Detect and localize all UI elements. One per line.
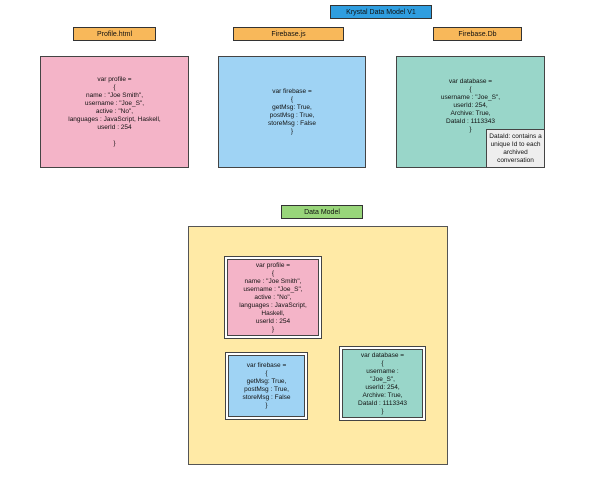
data-model-container [188,226,448,465]
diagram-title: Krystal Data Model V1 [330,5,432,19]
firebase-db-label: Firebase.Db [433,27,522,41]
model-profile-code: var profile = { name : "Joe Smith", user… [239,261,307,333]
firebase-code: var firebase = { getMsg: True, postMsg :… [267,88,317,135]
model-firebase-code: var firebase = { getMsg: True, postMsg :… [242,362,291,409]
model-profile-frame: var profile = { name : "Joe Smith", user… [224,256,322,339]
dataid-note: DataId: contains a unique Id to each arc… [486,129,545,168]
database-box: var database = { username : "Joe_S", use… [396,56,545,168]
model-database-code: var database = { username : "Joe_S", use… [358,351,407,415]
model-database-frame: var database = { username : "Joe_S", use… [339,346,426,421]
profile-box: var profile = { name : "Joe Smith", user… [40,56,189,168]
model-firebase-box: var firebase = { getMsg: True, postMsg :… [228,355,305,417]
profile-html-label: Profile.html [73,27,156,41]
data-model-label: Data Model [281,205,363,219]
model-firebase-frame: var firebase = { getMsg: True, postMsg :… [225,352,308,420]
profile-code: var profile = { name : "Joe Smith", user… [68,76,161,147]
firebase-js-label: Firebase.js [233,27,344,41]
database-code: var database = { username : "Joe_S", use… [440,78,501,133]
model-database-box: var database = { username : "Joe_S", use… [342,349,423,418]
firebase-box: var firebase = { getMsg: True, postMsg :… [218,56,366,168]
model-profile-box: var profile = { name : "Joe Smith", user… [227,259,319,336]
